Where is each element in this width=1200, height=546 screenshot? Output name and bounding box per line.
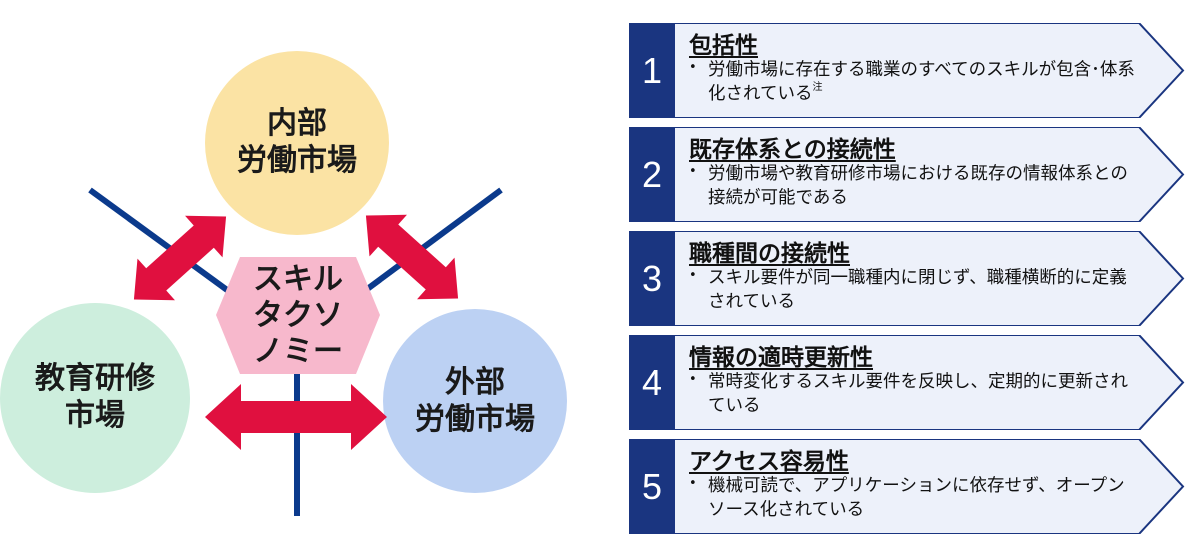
external-labor-market-label: 外部 労働市場 bbox=[383, 350, 567, 454]
item-description-text: 労働市場や教育研修市場における既存の情報体系との接続が可能である bbox=[708, 164, 1128, 208]
requirement-item: 2 既存体系との接続性• 労働市場や教育研修市場における既存の情報体系との接続が可能… bbox=[629, 127, 1185, 222]
chevron-panel bbox=[629, 439, 1185, 534]
hub-label-line1: スキル bbox=[253, 261, 343, 297]
external-label-line1: 外部 bbox=[445, 365, 505, 401]
bullet-icon: • bbox=[689, 60, 697, 75]
requirement-item: 5 アクセス容易性• 機械可読で、アプリケーションに依存せず、オープンソース化されて… bbox=[629, 439, 1185, 534]
education-label-line1: 教育研修 bbox=[35, 361, 155, 397]
item-title: 包括性 bbox=[689, 33, 758, 59]
requirement-item: 3 職種間の接続性• スキル要件が同一職種内に閉じず、職種横断的に定義されている bbox=[629, 231, 1185, 326]
internal-labor-market-circle bbox=[205, 51, 389, 235]
arrow-internal-education bbox=[133, 215, 227, 301]
internal-label-line1: 内部 bbox=[267, 106, 327, 142]
internal-labor-market-label: 内部 労働市場 bbox=[205, 92, 389, 194]
internal-label-line2: 労働市場 bbox=[237, 143, 357, 178]
bullet-icon: • bbox=[689, 372, 697, 387]
item-title: アクセス容易性 bbox=[689, 449, 849, 475]
item-title: 既存体系との接続性 bbox=[689, 137, 896, 163]
item-number: 2 bbox=[641, 153, 663, 195]
taxonomy-diagram bbox=[0, 51, 567, 516]
item-number: 5 bbox=[641, 465, 663, 507]
education-market-circle bbox=[0, 303, 190, 493]
item-title: 職種間の接続性 bbox=[689, 241, 850, 267]
skill-taxonomy-label: スキル タクソ ノミー bbox=[216, 257, 380, 374]
skill-taxonomy-hub bbox=[216, 257, 380, 374]
hub-label-line2: タクソ bbox=[253, 297, 343, 333]
item-description: 常時変化するスキル要件を反映し、定期的に更新されている bbox=[708, 371, 1138, 418]
item-number: 3 bbox=[641, 257, 663, 299]
note-mark: 注 bbox=[812, 81, 823, 93]
education-label-line2: 市場 bbox=[65, 398, 125, 433]
education-market-label: 教育研修 市場 bbox=[0, 346, 190, 450]
item-number: 1 bbox=[641, 49, 663, 91]
item-title: 情報の適時更新性 bbox=[689, 345, 873, 371]
item-description: 労働市場や教育研修市場における既存の情報体系との接続が可能である bbox=[708, 163, 1138, 210]
chevron-panel bbox=[629, 335, 1185, 430]
item-description: 機械可読で、アプリケーションに依存せず、オープンソース化されている bbox=[708, 475, 1138, 522]
arrow-education-external bbox=[205, 384, 387, 450]
requirement-item: 4 情報の適時更新性• 常時変化するスキル要件を反映し、定期的に更新されている bbox=[629, 335, 1185, 430]
chevron-panel bbox=[629, 231, 1185, 326]
chevron-panel bbox=[629, 23, 1185, 118]
item-description-text: 労働市場に存在する職業のすべてのスキルが包含･体系化されている bbox=[708, 60, 1135, 104]
item-description-text: 常時変化するスキル要件を反映し、定期的に更新されている bbox=[708, 372, 1128, 416]
item-description-text: 機械可読で、アプリケーションに依存せず、オープンソース化されている bbox=[708, 476, 1125, 520]
item-description: 労働市場に存在する職業のすべてのスキルが包含･体系化されている注 bbox=[708, 59, 1138, 106]
bullet-icon: • bbox=[689, 164, 697, 179]
bullet-icon: • bbox=[689, 268, 697, 283]
item-number: 4 bbox=[641, 361, 663, 403]
external-labor-market-circle bbox=[383, 309, 567, 493]
item-description-text: スキル要件が同一職種内に閉じず、職種横断的に定義されている bbox=[708, 268, 1127, 312]
external-label-line2: 労働市場 bbox=[415, 402, 535, 437]
arrow-internal-external bbox=[365, 214, 459, 300]
hub-label-line3: ノミー bbox=[253, 333, 343, 369]
chevron-panel bbox=[629, 127, 1185, 222]
requirement-item: 1 包括性• 労働市場に存在する職業のすべてのスキルが包含･体系化されている注 bbox=[629, 23, 1185, 118]
bullet-icon: • bbox=[689, 476, 697, 491]
item-description: スキル要件が同一職種内に閉じず、職種横断的に定義されている bbox=[708, 267, 1138, 314]
